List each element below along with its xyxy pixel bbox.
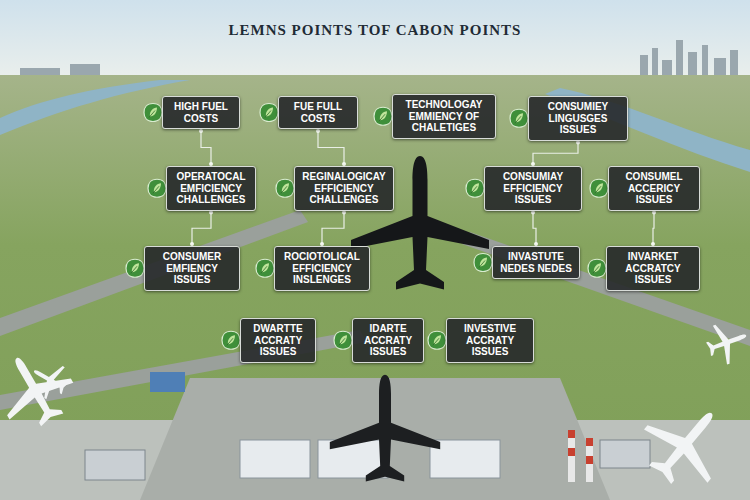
connector-line bbox=[533, 211, 536, 247]
airplane bbox=[25, 355, 74, 405]
leaf-icon bbox=[466, 179, 484, 197]
issue-label: CONSUMIEY LINGUSGES ISSUES bbox=[534, 101, 622, 136]
issue-label: INVESTIVE ACCRATY ISSUES bbox=[452, 323, 528, 358]
issue-box: CONSUMER EMFIENCY ISSUES bbox=[144, 246, 240, 291]
issue-box: IDARTE ACCRATY ISSUES bbox=[352, 318, 424, 363]
leaf-icon bbox=[334, 331, 352, 349]
airplane bbox=[330, 375, 440, 482]
issue-label: HIGH FUEL COSTS bbox=[168, 101, 234, 124]
leaf-icon bbox=[260, 104, 278, 122]
leaf-icon bbox=[148, 179, 166, 197]
connector-dot bbox=[531, 211, 535, 215]
hangars bbox=[85, 372, 650, 480]
issue-label: INVARKET ACCRATCY ISSUES bbox=[612, 251, 694, 286]
issue-label: FUE FULL COSTS bbox=[284, 101, 352, 124]
issue-label: CONSUMEL ACCERICY ISSUES bbox=[614, 171, 694, 206]
connector-line bbox=[318, 129, 344, 166]
fields bbox=[0, 75, 750, 500]
connector-line bbox=[533, 141, 578, 167]
connector-line bbox=[322, 211, 344, 247]
issue-label: CONSUMER EMFIENCY ISSUES bbox=[150, 251, 234, 286]
issue-box: CONSUMEL ACCERICY ISSUES bbox=[608, 166, 700, 211]
issue-label: CONSUMIAY EFFICIENCY ISSUES bbox=[490, 171, 576, 206]
leaf-icon bbox=[588, 259, 606, 277]
leaf-icon bbox=[256, 259, 274, 277]
leaf-icon bbox=[474, 254, 492, 272]
issue-label: IDARTE ACCRATY ISSUES bbox=[358, 323, 418, 358]
issue-box: HIGH FUEL COSTS bbox=[162, 96, 240, 129]
connector-dot bbox=[652, 211, 656, 215]
issue-label: INVASTUTE NEDES NEDES bbox=[498, 251, 574, 274]
issue-box: REGINALOGICAY EFFICIENCY CHALLENGES bbox=[294, 166, 394, 211]
connector-line bbox=[653, 211, 654, 247]
leaf-icon bbox=[126, 259, 144, 277]
issue-box: INVESTIVE ACCRATY ISSUES bbox=[446, 318, 534, 363]
issue-label: DWARTTE ACCRATY ISSUES bbox=[246, 323, 310, 358]
connector-line bbox=[192, 211, 211, 247]
connector-dot bbox=[209, 211, 213, 215]
leaf-icon bbox=[144, 104, 162, 122]
issue-label: REGINALOGICAY EFFICIENCY CHALLENGES bbox=[300, 171, 388, 206]
issue-label: OPERATOCAL EMFICIENCY CHALLENGES bbox=[172, 171, 250, 206]
airplane bbox=[701, 316, 750, 369]
leaf-icon bbox=[510, 109, 528, 127]
airplane bbox=[0, 340, 84, 438]
leaf-icon bbox=[428, 331, 446, 349]
leaf-icon bbox=[276, 179, 294, 197]
leaf-icon bbox=[222, 331, 240, 349]
issue-box: CONSUMIEY LINGUSGES ISSUES bbox=[528, 96, 628, 141]
issue-label: TECHNOLOGAY EMMIENCY OF CHALETIGES bbox=[398, 99, 490, 134]
issue-box: INVASTUTE NEDES NEDES bbox=[492, 246, 580, 279]
leaf-icon bbox=[590, 179, 608, 197]
issue-label: ROCIOTOLICAL EFFICIENCY INSLENGES bbox=[280, 251, 364, 286]
connector-dot bbox=[199, 129, 203, 133]
leaf-icon bbox=[374, 107, 392, 125]
connector-dot bbox=[576, 141, 580, 145]
connector-dot bbox=[342, 211, 346, 215]
chimneys bbox=[568, 430, 593, 482]
issue-box: INVARKET ACCRATCY ISSUES bbox=[606, 246, 700, 291]
airplane bbox=[628, 387, 743, 500]
connector-dot bbox=[316, 129, 320, 133]
issue-box: FUE FULL COSTS bbox=[278, 96, 358, 129]
issue-box: DWARTTE ACCRATY ISSUES bbox=[240, 318, 316, 363]
issue-box: TECHNOLOGAY EMMIENCY OF CHALETIGES bbox=[392, 94, 496, 139]
connector-line bbox=[201, 129, 211, 166]
issue-box: CONSUMIAY EFFICIENCY ISSUES bbox=[484, 166, 582, 211]
diagram-title: LEMNS POINTS TOF CABON POINTS bbox=[0, 22, 750, 39]
issue-box: OPERATOCAL EMFICIENCY CHALLENGES bbox=[166, 166, 256, 211]
issue-box: ROCIOTOLICAL EFFICIENCY INSLENGES bbox=[274, 246, 370, 291]
